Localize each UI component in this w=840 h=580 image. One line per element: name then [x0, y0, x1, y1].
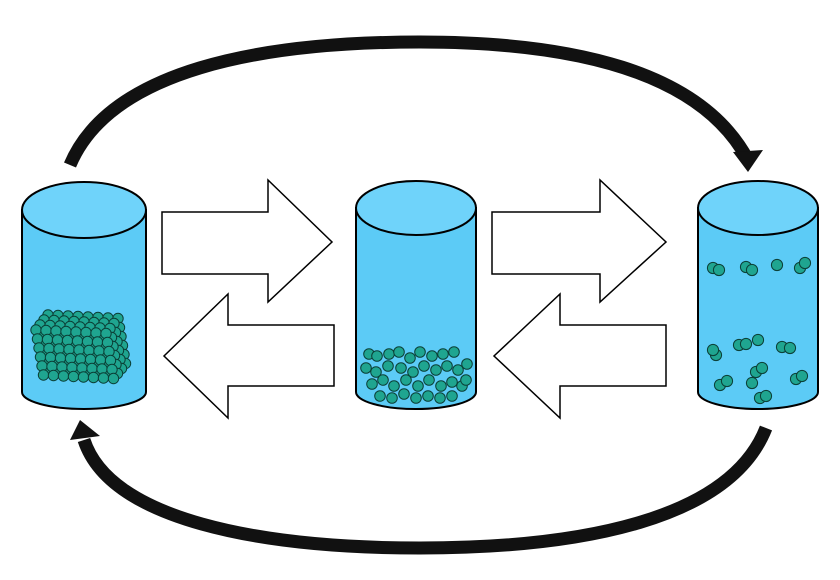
liquid-particle — [396, 363, 407, 374]
liquid-particle — [435, 393, 446, 404]
liquid-particle — [462, 359, 473, 370]
liquid-particle — [411, 393, 422, 404]
solid-particle — [68, 371, 78, 381]
liquid-particle — [384, 349, 395, 360]
liquid-particle — [442, 361, 453, 372]
block-arrow-liquid-to-solid — [164, 294, 334, 418]
liquid-particle — [372, 351, 383, 362]
liquid-particle — [405, 353, 416, 364]
liquid-particle — [424, 375, 435, 386]
gas-particle — [752, 334, 763, 345]
gas-particle — [771, 259, 782, 270]
gas-particle — [760, 390, 771, 401]
liquid-particles — [361, 347, 473, 404]
block-arrow-solid-to-liquid — [162, 180, 332, 302]
solid-particle — [98, 373, 108, 383]
block-arrow-gas-to-liquid — [494, 294, 666, 418]
liquid-particle — [447, 377, 458, 388]
solid-particle — [108, 373, 118, 383]
container-gas — [698, 181, 818, 409]
liquid-particle — [383, 361, 394, 372]
liquid-particle — [431, 365, 442, 376]
liquid-particle — [375, 391, 386, 402]
liquid-particle — [413, 381, 424, 392]
liquid-particle — [399, 389, 410, 400]
solid-particle — [48, 370, 58, 380]
liquid-particle — [389, 381, 400, 392]
gas-particle — [746, 264, 757, 275]
liquid-particle — [461, 375, 472, 386]
gas-particle — [721, 375, 732, 386]
liquid-particle — [419, 361, 430, 372]
container-solid — [22, 182, 146, 409]
solid-particle — [78, 372, 88, 382]
gas-particle — [756, 362, 767, 373]
gas-particle — [746, 377, 757, 388]
liquid-particle — [378, 375, 389, 386]
top-cycle-arrow — [70, 42, 763, 172]
gas-particle — [796, 370, 807, 381]
liquid-particle — [361, 363, 372, 374]
solid-particle — [58, 371, 68, 381]
block-arrow-liquid-to-gas — [492, 180, 666, 302]
container-liquid — [356, 181, 476, 409]
liquid-particle — [387, 393, 398, 404]
gas-particle — [713, 264, 724, 275]
solid-particle — [38, 370, 48, 380]
liquid-particle — [436, 381, 447, 392]
liquid-particle — [367, 379, 378, 390]
liquid-particle — [401, 375, 412, 386]
liquid-particle — [415, 347, 426, 358]
solid-particles — [31, 310, 131, 384]
gas-particle — [784, 342, 795, 353]
gas-particle — [740, 338, 751, 349]
gas-particle — [799, 257, 810, 268]
solid-particle — [88, 372, 98, 382]
liquid-particle — [438, 349, 449, 360]
liquid-particle — [394, 347, 405, 358]
liquid-particle — [423, 391, 434, 402]
liquid-particle — [427, 351, 438, 362]
liquid-particle — [449, 347, 460, 358]
bottom-cycle-arrow — [70, 420, 766, 548]
liquid-particle — [447, 391, 458, 402]
gas-particle — [707, 344, 718, 355]
